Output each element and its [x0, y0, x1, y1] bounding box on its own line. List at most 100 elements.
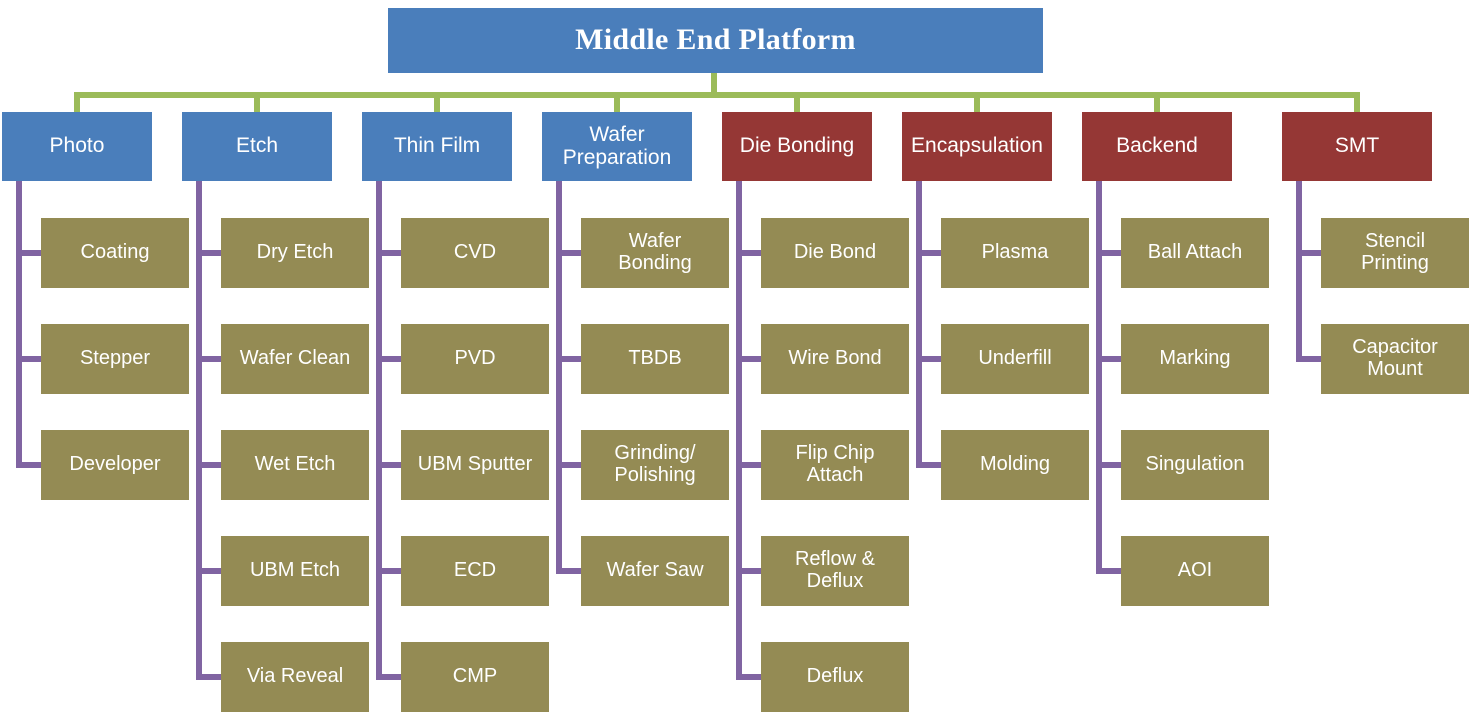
- leaf-node-deflux[interactable]: Deflux: [761, 642, 909, 712]
- root-stem-connector: [711, 73, 717, 98]
- leaf-node-label: CMP: [452, 665, 498, 688]
- leaf-node-cmp[interactable]: CMP: [401, 642, 549, 712]
- level1-node-label: Etch: [235, 134, 279, 158]
- level1-drop-connector-backend: [1154, 92, 1160, 112]
- leaf-node-die-bond[interactable]: Die Bond: [761, 218, 909, 288]
- leaf-node-pvd[interactable]: PVD: [401, 324, 549, 394]
- level1-drop-connector-smt: [1354, 92, 1360, 112]
- leaf-stub-connector-wafer-clean: [202, 356, 221, 362]
- level1-node-smt[interactable]: SMT: [1282, 112, 1432, 181]
- leaf-trunk-connector-die-bonding: [736, 181, 742, 680]
- leaf-trunk-connector-etch: [196, 181, 202, 680]
- leaf-trunk-connector-wafer-preparation: [556, 181, 562, 574]
- leaf-node-label: UBM Etch: [249, 559, 341, 582]
- leaf-node-wire-bond[interactable]: Wire Bond: [761, 324, 909, 394]
- level1-node-label: Backend: [1116, 134, 1198, 158]
- leaf-node-label: Capacitor Mount: [1352, 336, 1438, 380]
- leaf-trunk-connector-backend: [1096, 181, 1102, 574]
- leaf-node-label: TBDB: [628, 347, 682, 370]
- leaf-node-grinding-polishing[interactable]: Grinding/ Polishing: [581, 430, 729, 500]
- level1-drop-connector-encapsulation: [974, 92, 980, 112]
- level1-drop-connector-etch: [254, 92, 260, 112]
- leaf-trunk-connector-encapsulation: [916, 181, 922, 468]
- leaf-node-via-reveal[interactable]: Via Reveal: [221, 642, 369, 712]
- leaf-node-wafer-clean[interactable]: Wafer Clean: [221, 324, 369, 394]
- leaf-node-marking[interactable]: Marking: [1121, 324, 1269, 394]
- leaf-stub-connector-coating: [22, 250, 41, 256]
- leaf-stub-connector-wafer-saw: [562, 568, 581, 574]
- root-node-label: Middle End Platform: [575, 23, 856, 57]
- level1-node-die-bonding[interactable]: Die Bonding: [722, 112, 872, 181]
- leaf-stub-connector-flip-chip-attach: [742, 462, 761, 468]
- leaf-node-label: Wafer Bonding: [618, 230, 692, 274]
- leaf-node-label: Wire Bond: [788, 347, 882, 370]
- leaf-node-flip-chip-attach[interactable]: Flip Chip Attach: [761, 430, 909, 500]
- leaf-node-label: Deflux: [806, 665, 864, 688]
- leaf-stub-connector-wet-etch: [202, 462, 221, 468]
- leaf-node-ubm-etch[interactable]: UBM Etch: [221, 536, 369, 606]
- leaf-stub-connector-deflux: [742, 674, 761, 680]
- leaf-stub-connector-wafer-bonding: [562, 250, 581, 256]
- leaf-node-label: AOI: [1177, 559, 1213, 582]
- leaf-stub-connector-underfill: [922, 356, 941, 362]
- leaf-stub-connector-ecd: [382, 568, 401, 574]
- leaf-node-ball-attach[interactable]: Ball Attach: [1121, 218, 1269, 288]
- leaf-node-capacitor-mount[interactable]: Capacitor Mount: [1321, 324, 1469, 394]
- level1-node-backend[interactable]: Backend: [1082, 112, 1232, 181]
- level1-drop-connector-die-bonding: [794, 92, 800, 112]
- leaf-stub-connector-aoi: [1102, 568, 1121, 574]
- level1-drop-connector-wafer-preparation: [614, 92, 620, 112]
- leaf-trunk-connector-smt: [1296, 181, 1302, 362]
- leaf-trunk-connector-photo: [16, 181, 22, 468]
- leaf-stub-connector-grinding-polishing: [562, 462, 581, 468]
- leaf-node-aoi[interactable]: AOI: [1121, 536, 1269, 606]
- leaf-stub-connector-cvd: [382, 250, 401, 256]
- leaf-stub-connector-die-bond: [742, 250, 761, 256]
- level1-node-label: Photo: [49, 134, 105, 158]
- leaf-node-label: Grinding/ Polishing: [614, 442, 696, 486]
- leaf-stub-connector-singulation: [1102, 462, 1121, 468]
- level1-drop-connector-photo: [74, 92, 80, 112]
- leaf-node-label: ECD: [453, 559, 497, 582]
- level1-node-photo[interactable]: Photo: [2, 112, 152, 181]
- level1-node-encapsulation[interactable]: Encapsulation: [902, 112, 1052, 181]
- leaf-node-label: Stepper: [79, 347, 151, 370]
- leaf-node-label: PVD: [454, 347, 496, 370]
- leaf-node-singulation[interactable]: Singulation: [1121, 430, 1269, 500]
- level1-node-thin-film[interactable]: Thin Film: [362, 112, 512, 181]
- leaf-node-wet-etch[interactable]: Wet Etch: [221, 430, 369, 500]
- root-node-middle-end-platform[interactable]: Middle End Platform: [388, 8, 1043, 73]
- leaf-node-label: Developer: [69, 453, 161, 476]
- leaf-node-dry-etch[interactable]: Dry Etch: [221, 218, 369, 288]
- leaf-node-reflow-deflux[interactable]: Reflow & Deflux: [761, 536, 909, 606]
- level1-node-label: SMT: [1334, 134, 1380, 158]
- leaf-node-coating[interactable]: Coating: [41, 218, 189, 288]
- leaf-stub-connector-developer: [22, 462, 41, 468]
- leaf-node-cvd[interactable]: CVD: [401, 218, 549, 288]
- leaf-node-ubm-sputter[interactable]: UBM Sputter: [401, 430, 549, 500]
- leaf-stub-connector-stencil-printing: [1302, 250, 1321, 256]
- leaf-node-developer[interactable]: Developer: [41, 430, 189, 500]
- leaf-stub-connector-cmp: [382, 674, 401, 680]
- level1-node-wafer-preparation[interactable]: Wafer Preparation: [542, 112, 692, 181]
- leaf-node-label: Molding: [979, 453, 1051, 476]
- leaf-node-tbdb[interactable]: TBDB: [581, 324, 729, 394]
- level1-node-etch[interactable]: Etch: [182, 112, 332, 181]
- leaf-node-plasma[interactable]: Plasma: [941, 218, 1089, 288]
- level1-node-label: Thin Film: [393, 134, 481, 158]
- leaf-node-molding[interactable]: Molding: [941, 430, 1089, 500]
- leaf-node-underfill[interactable]: Underfill: [941, 324, 1089, 394]
- level1-node-label: Encapsulation: [911, 134, 1043, 158]
- leaf-node-stepper[interactable]: Stepper: [41, 324, 189, 394]
- leaf-node-label: Stencil Printing: [1361, 230, 1429, 274]
- leaf-node-label: Coating: [80, 241, 150, 264]
- leaf-node-wafer-saw[interactable]: Wafer Saw: [581, 536, 729, 606]
- leaf-stub-connector-ball-attach: [1102, 250, 1121, 256]
- leaf-node-wafer-bonding[interactable]: Wafer Bonding: [581, 218, 729, 288]
- leaf-node-label: Ball Attach: [1147, 241, 1243, 264]
- leaf-node-ecd[interactable]: ECD: [401, 536, 549, 606]
- level1-bus-connector: [74, 92, 1360, 98]
- leaf-node-stencil-printing[interactable]: Stencil Printing: [1321, 218, 1469, 288]
- leaf-stub-connector-ubm-etch: [202, 568, 221, 574]
- leaf-trunk-connector-thin-film: [376, 181, 382, 680]
